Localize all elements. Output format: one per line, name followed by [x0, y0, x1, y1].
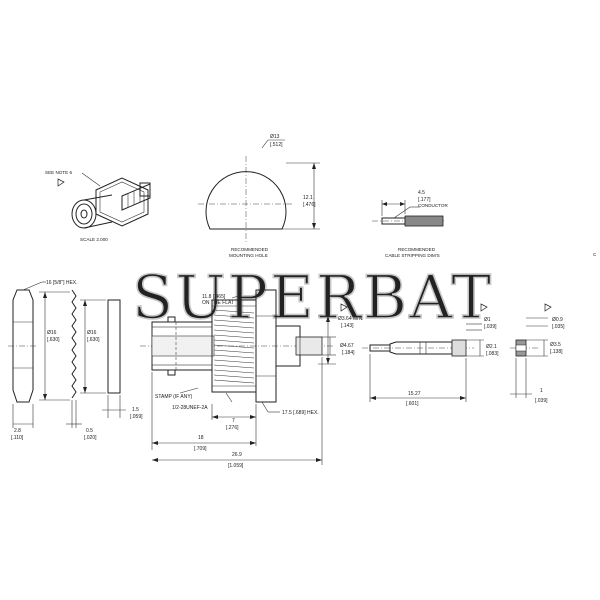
nut-diameter-mm: Ø16 [47, 330, 57, 336]
length-269-mm: 26.9 [232, 452, 242, 458]
bore-diameter-mm: Ø4.67 [340, 343, 354, 349]
strip-caption-2: CABLE STRIPPING DIM'S [385, 253, 440, 258]
ferrule-length-mm: 1 [540, 388, 543, 394]
thread-length-in: [.276] [226, 425, 239, 431]
lock-washer-thickness-mm: 0.5 [86, 428, 93, 434]
contact-tip-in: [.039] [484, 324, 497, 330]
strip-length-in: [.177] [418, 197, 431, 203]
scale-label: SCALE 2.000 [80, 237, 108, 242]
stamp-label: STAMP (IF ANY) [155, 394, 193, 400]
hole-caption-1: RECOMMENDED [231, 247, 269, 252]
pin-diameter-in: [.143] [341, 323, 354, 329]
contact-diameter-in: [.083] [486, 351, 499, 357]
washer-diameter-in: [.630] [87, 337, 100, 343]
nut-thickness-mm: 2.8 [14, 428, 21, 434]
see-note-label: SEE NOTE 6 [45, 170, 73, 175]
pin-diameter-mm: Ø3.64 MIN. [338, 316, 364, 322]
contact-tip-mm: Ø1 [484, 317, 491, 323]
body-hex-label: 17.5 [.689] HEX. [282, 410, 319, 416]
contact-length-mm: 15.27 [408, 391, 421, 397]
hex-nut-label: 16 [5/8"] HEX. [46, 280, 78, 286]
ferrule-view [510, 303, 552, 398]
bore-diameter-in: [.184] [342, 350, 355, 356]
nut-diameter-in: [.630] [47, 337, 60, 343]
hole-caption-2: MOUNTING HOLE [229, 253, 268, 258]
conductor-label: CONDUCTOR [418, 203, 448, 208]
thread-length-mm: 7 [232, 418, 235, 424]
mounting-hole-view [198, 139, 320, 244]
connector-isometric-view [57, 172, 151, 229]
length-18-in: [.709] [194, 446, 207, 452]
strip-caption-1: RECOMMENDED [398, 247, 436, 252]
ferrule-outer-in: [.138] [550, 349, 563, 355]
washer-thickness-in: [.059] [130, 414, 143, 420]
thread-spec-label: 1/2-28UNEF-2A [172, 405, 208, 411]
lock-washer-side-view [39, 289, 77, 401]
ferrule-inner-in: [.035] [552, 324, 565, 330]
nut-thickness-in: [.110] [11, 435, 24, 441]
ferrule-length-in: [.039] [535, 398, 548, 404]
flat-note-label: ON THE FLAT [202, 300, 234, 306]
cable-stripping-view [372, 200, 446, 227]
lock-washer-thickness-in: [.020] [84, 435, 97, 441]
hex-nut-side-view [8, 281, 46, 403]
center-contact-view [362, 303, 488, 402]
ferrule-inner-mm: Ø0.9 [552, 317, 563, 323]
flat-washer-side-view [80, 299, 121, 394]
contact-length-in: [.601] [406, 401, 419, 407]
length-18-mm: 18 [198, 435, 204, 441]
ferrule-outer-mm: Ø3.5 [550, 342, 561, 348]
flat-dimension-label: 11.8 [.465] [202, 294, 226, 300]
connector-body-section [140, 289, 348, 465]
hole-flat-in: [.476] [303, 202, 316, 208]
edge-mark: C [593, 252, 597, 257]
thickness-dimensions [12, 395, 126, 428]
hole-diameter-mm: Ø13 [270, 134, 280, 140]
washer-diameter-mm: Ø16 [87, 330, 97, 336]
contact-diameter-mm: Ø2.1 [486, 344, 497, 350]
length-269-in: [1.059] [228, 463, 244, 469]
washer-thickness-mm: 1.5 [132, 407, 139, 413]
strip-length-mm: 4.5 [418, 190, 425, 196]
hole-diameter-in: [.512] [270, 142, 283, 148]
hole-flat-mm: 12.1 [303, 195, 313, 201]
watermark: SUPERBAT [132, 263, 493, 333]
